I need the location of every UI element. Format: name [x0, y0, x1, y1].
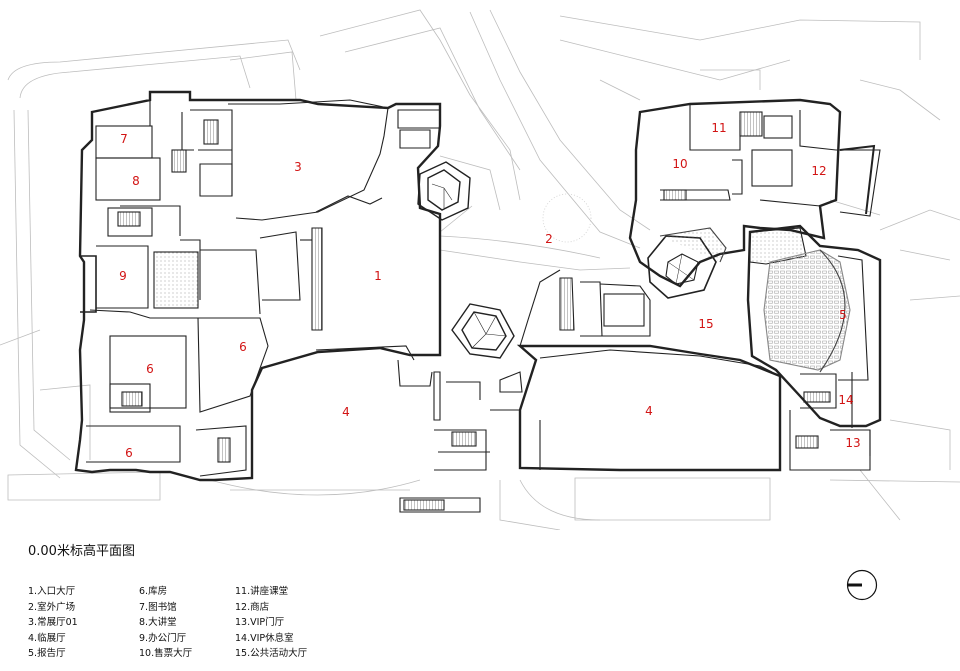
room-label-6c: 6 [125, 446, 133, 460]
legend-item: 9.办公门厅 [139, 632, 187, 644]
legend-column-2: 6.库房 7.图书馆 8.大讲堂 9.办公门厅 10.售票大厅 [139, 584, 259, 662]
room-label-5: 5 [839, 308, 847, 322]
room-label-11: 11 [711, 121, 726, 135]
room-label-1: 1 [374, 269, 382, 283]
hex-pavilion-north [417, 161, 471, 221]
legend-item: 12.商店 [235, 601, 270, 613]
room-label-14: 14 [838, 393, 853, 407]
north-arrow-icon [846, 569, 878, 601]
room-label-4a: 4 [342, 405, 350, 419]
legend-item: 8.大讲堂 [139, 617, 177, 628]
site-context [0, 9, 960, 530]
east-building [628, 98, 882, 471]
legend-item: 1.入口大厅 [28, 586, 76, 597]
room-label-4b: 4 [645, 404, 653, 418]
room-label-2: 2 [545, 232, 553, 246]
room-label-6b: 6 [146, 362, 154, 376]
room-label-8: 8 [132, 174, 140, 188]
legend-item: 3.常展厅01 [28, 617, 78, 628]
room-label-6a: 6 [239, 340, 247, 354]
legend-item: 5.报告厅 [28, 648, 66, 659]
legend-item: 14.VIP休息室 [235, 632, 294, 644]
room-label-9: 9 [119, 269, 127, 283]
room-label-10: 10 [672, 157, 687, 171]
legend-item: 6.库房 [139, 586, 168, 597]
legend-item: 15.公共活动大厅 [235, 648, 308, 659]
south-wing [399, 269, 782, 513]
west-building [74, 90, 442, 482]
legend-item: 2.室外广场 [28, 601, 76, 613]
floor-plan: 1 2 3 4 4 5 6 6 6 7 8 9 10 11 12 13 14 1… [0, 9, 960, 530]
diamond-pavilion [451, 303, 515, 359]
room-label-12: 12 [811, 164, 826, 178]
room-label-7: 7 [120, 132, 128, 146]
room-labels: 1 2 3 4 4 5 6 6 6 7 8 9 10 11 12 13 14 1… [119, 121, 860, 460]
room-label-15: 15 [698, 317, 713, 331]
room-label-13: 13 [845, 436, 860, 450]
legend-item: 11.讲座课堂 [235, 586, 289, 597]
legend-item: 10.售票大厅 [139, 648, 193, 659]
legend-column-3: 11.讲座课堂 12.商店 13.VIP门厅 14.VIP休息室 15.公共活动… [235, 584, 355, 662]
legend-item: 7.图书馆 [139, 601, 177, 613]
legend-item: 4.临展厅 [28, 632, 66, 644]
legend-item: 13.VIP门厅 [235, 617, 285, 628]
room-label-3: 3 [294, 160, 302, 174]
legend-column-1: 1.入口大厅 2.室外广场 3.常展厅01 4.临展厅 5.报告厅 [28, 584, 148, 662]
plan-title: 0.00米标高平面图 [28, 544, 135, 559]
